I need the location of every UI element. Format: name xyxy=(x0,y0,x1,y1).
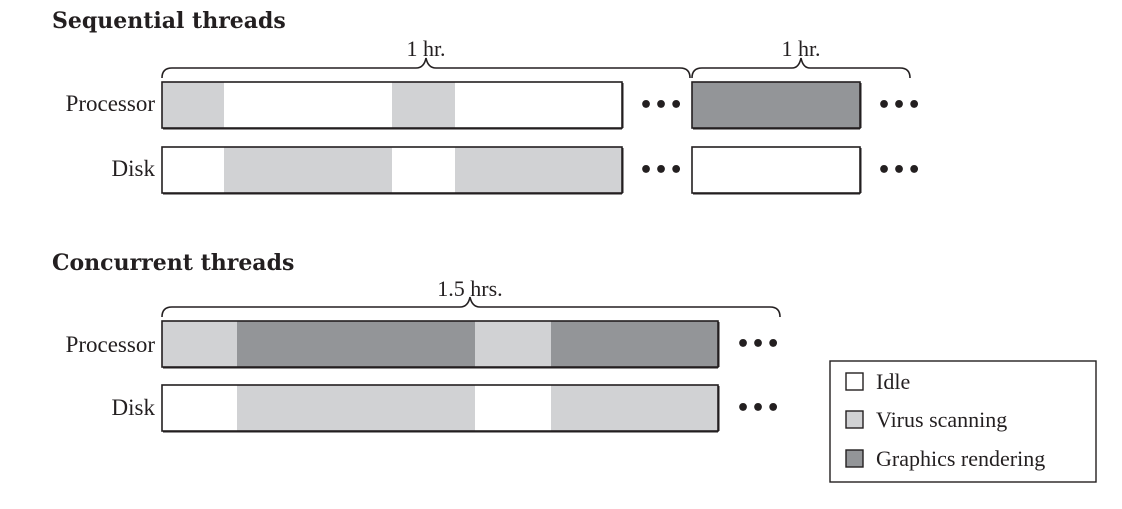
row-label: Processor xyxy=(66,332,156,357)
continuation-ellipsis: ••• xyxy=(639,158,684,183)
concurrent-processor-seg-graphics xyxy=(551,321,718,367)
legend-label: Graphics rendering xyxy=(876,446,1045,471)
sequential-processor-seg-idle xyxy=(455,82,622,128)
sequential-brace-right xyxy=(691,57,911,79)
concurrent-disk-seg-idle xyxy=(162,385,237,431)
legend-label: Virus scanning xyxy=(876,407,1007,432)
concurrent-processor-seg-virus xyxy=(162,321,237,367)
concurrent-disk-seg-virus xyxy=(237,385,475,431)
sequential-brace-left xyxy=(161,57,691,79)
concurrent-section: Concurrent threads 1.5 hrs. Processor ••… xyxy=(52,250,781,433)
sequential-disk-seg-virus xyxy=(224,147,392,193)
sequential-disk-seg-idle xyxy=(162,147,224,193)
sequential-disk-seg-idle xyxy=(692,147,860,193)
legend-item-idle: Idle xyxy=(845,369,910,394)
legend-swatch-graphics xyxy=(845,449,864,468)
sequential-span-right-label: 1 hr. xyxy=(781,36,820,61)
legend-swatch-virus xyxy=(845,410,864,429)
sequential-span-left-label: 1 hr. xyxy=(406,36,445,61)
legend-item-virus-scanning: Virus scanning xyxy=(845,407,1007,432)
continuation-ellipsis: ••• xyxy=(877,93,922,118)
concurrent-brace xyxy=(161,296,781,318)
row-label: Disk xyxy=(112,395,156,420)
sequential-disk-row: Disk ••• ••• xyxy=(112,146,922,195)
sequential-disk-seg-virus xyxy=(455,147,622,193)
sequential-processor-seg-idle xyxy=(224,82,392,128)
concurrent-disk-seg-idle xyxy=(475,385,551,431)
legend-label: Idle xyxy=(876,369,910,394)
legend: Idle Virus scanning Graphics rendering xyxy=(829,360,1097,483)
concurrent-span-label: 1.5 hrs. xyxy=(437,276,502,301)
concurrent-disk-row: Disk ••• xyxy=(112,384,781,433)
concurrent-processor-seg-graphics xyxy=(237,321,475,367)
continuation-ellipsis: ••• xyxy=(877,158,922,183)
sequential-processor-seg-virus xyxy=(392,82,455,128)
row-label: Processor xyxy=(66,91,156,116)
concurrent-processor-row: Processor ••• xyxy=(66,320,781,369)
row-label: Disk xyxy=(112,156,156,181)
continuation-ellipsis: ••• xyxy=(736,396,781,421)
legend-item-graphics-rendering: Graphics rendering xyxy=(845,446,1045,471)
legend-frame xyxy=(829,360,1097,483)
sequential-processor-seg-graphics xyxy=(692,82,860,128)
legend-swatch-idle xyxy=(845,372,864,391)
sequential-section: Sequential threads 1 hr. 1 hr. Processor… xyxy=(52,8,922,195)
concurrent-disk-seg-virus xyxy=(551,385,718,431)
sequential-processor-row: Processor ••• ••• xyxy=(66,81,922,130)
sequential-disk-seg-idle xyxy=(392,147,455,193)
continuation-ellipsis: ••• xyxy=(639,93,684,118)
continuation-ellipsis: ••• xyxy=(736,332,781,357)
concurrent-processor-seg-virus xyxy=(475,321,551,367)
sequential-processor-seg-virus xyxy=(162,82,224,128)
concurrent-title: Concurrent threads xyxy=(52,250,294,276)
sequential-title: Sequential threads xyxy=(52,8,286,34)
